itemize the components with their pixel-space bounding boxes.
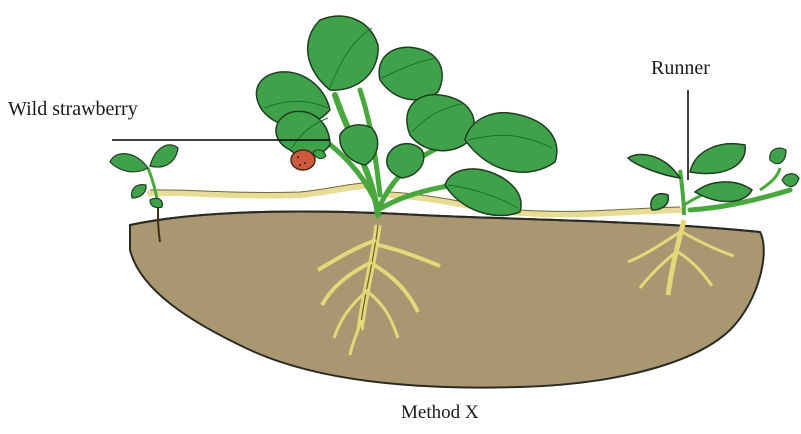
wild-strawberry-label: Wild strawberry [8, 99, 138, 119]
runner-label: Runner [651, 58, 710, 78]
runner-plant [628, 144, 799, 215]
main-plant-leaves [256, 16, 556, 215]
diagram-caption: Method X [401, 403, 479, 422]
left-seedling [110, 145, 178, 208]
runner-stem-right [390, 195, 680, 214]
strawberry-fruit [291, 150, 326, 170]
